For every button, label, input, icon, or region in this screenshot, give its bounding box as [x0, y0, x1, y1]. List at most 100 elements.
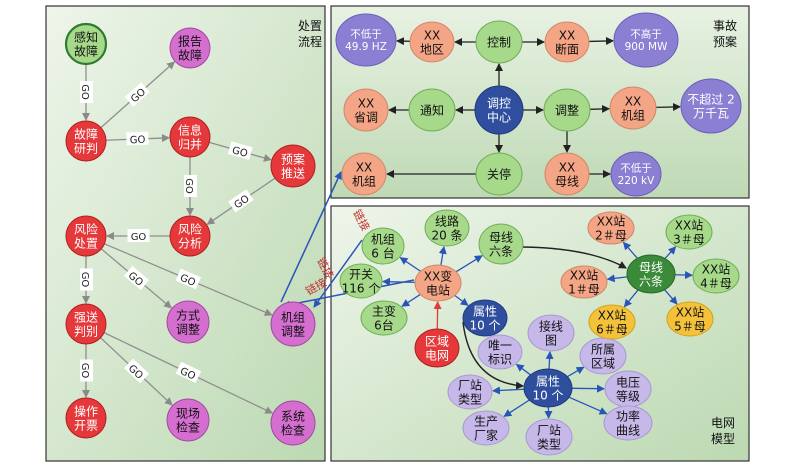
- node-label: XX站: [675, 218, 703, 232]
- node-label: 生产: [474, 414, 498, 428]
- node-label: 开票: [74, 418, 98, 432]
- node-label: 推送: [281, 165, 305, 180]
- node-label: 中心: [487, 109, 511, 124]
- node-label: 等级: [616, 389, 640, 403]
- node-label: 不低于: [620, 162, 652, 175]
- node-label: 系统: [281, 409, 305, 423]
- node-label: 116 个: [342, 281, 381, 295]
- edge-xx_section-mw900: [589, 41, 613, 42]
- node-label: XX: [559, 160, 575, 174]
- node-label: 主变: [372, 303, 396, 318]
- node-label: 调整: [176, 321, 200, 336]
- process-panel-title-2: 流程: [298, 34, 322, 49]
- edge-xx_unit_r-kw2: [656, 107, 680, 108]
- node-label: 所属: [591, 342, 615, 356]
- node-label: 10 个: [532, 388, 563, 402]
- go-label: GO: [128, 229, 150, 243]
- node-label: 感知: [74, 29, 98, 44]
- go-label: GO: [79, 81, 93, 103]
- node-label: 检查: [176, 419, 200, 434]
- edge-attr10_b-wiring: [549, 352, 550, 369]
- node-label: 归并: [178, 137, 202, 151]
- node-label: 不高于: [630, 28, 662, 41]
- go-label-text: GO: [79, 84, 90, 100]
- node-label: 母线: [555, 174, 579, 188]
- node-notify: 通知: [409, 89, 455, 131]
- node-label: 4＃母: [700, 276, 732, 290]
- node-label: 图: [545, 333, 557, 347]
- node-label: 母线: [489, 230, 513, 244]
- go-label-text: GO: [131, 232, 147, 243]
- node-label: 曲线: [616, 423, 640, 437]
- node-label: XX站: [570, 268, 598, 282]
- node-label: 信息: [178, 122, 202, 137]
- go-label: GO: [79, 269, 93, 291]
- node-label: XX站: [702, 262, 730, 276]
- node-label: 机组: [371, 232, 395, 246]
- node-label: 电网: [425, 348, 449, 362]
- node-label: XX: [625, 94, 641, 108]
- edge-bus_center-st4: [675, 275, 692, 276]
- node-label: 调整: [555, 102, 579, 117]
- node-label: 厂站: [537, 423, 561, 437]
- node-label: 220 kV: [618, 175, 655, 187]
- node-label: 处置: [74, 236, 98, 250]
- node-label: 通知: [420, 103, 444, 117]
- node-label: 操作: [74, 403, 98, 418]
- node-label: XX: [559, 28, 575, 42]
- node-label: 1＃母: [568, 282, 600, 296]
- node-label: 机组: [352, 174, 376, 188]
- edge-adjust-xx_unit_r: [590, 109, 609, 110]
- node-label: 机组: [621, 108, 645, 122]
- node-label: 6台: [374, 317, 394, 332]
- node-adjust: 调整: [544, 89, 590, 131]
- node-label: 10 个: [469, 318, 500, 332]
- node-label: 六条: [489, 244, 513, 258]
- node-label: 风险: [74, 221, 98, 236]
- node-label: XX站: [598, 308, 626, 322]
- node-label: 类型: [537, 437, 561, 451]
- node-label: XX站: [676, 305, 704, 319]
- node-label: 调控: [487, 96, 511, 110]
- node-label: 功率: [616, 408, 640, 423]
- node-label: 6＃母: [596, 322, 628, 336]
- node-label: 强送: [74, 309, 98, 324]
- node-label: 5＃母: [674, 319, 706, 333]
- node-label: 故障: [178, 47, 202, 62]
- node-label: XX站: [597, 214, 625, 228]
- node-label: 标识: [488, 352, 512, 366]
